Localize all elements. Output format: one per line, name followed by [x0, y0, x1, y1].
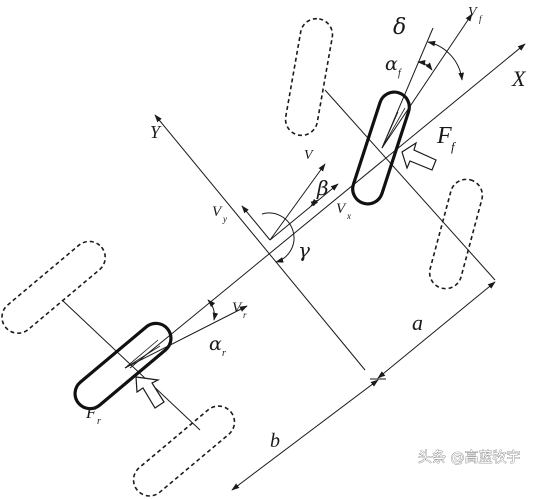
label-f-f: F — [436, 123, 452, 149]
label-dim-a: a — [412, 310, 423, 335]
front-axle-line — [324, 89, 496, 281]
label-v-y-sub: y — [222, 214, 227, 224]
front-force-arrow — [401, 141, 437, 171]
velocity-vector — [269, 163, 326, 241]
dim-b-line — [231, 379, 379, 491]
label-v-x: V — [336, 201, 347, 217]
label-v-f: V — [468, 5, 478, 20]
label-alpha-r-sub: r — [222, 348, 226, 359]
label-alpha-f: α — [385, 53, 398, 75]
rear-wheel — [73, 299, 248, 411]
front-right-wheel-outline — [428, 178, 484, 290]
dashed-wheels — [1, 17, 484, 497]
rear-left-wheel-outline — [1, 240, 107, 335]
y-axis-line — [154, 114, 366, 371]
label-alpha-f-sub: f — [398, 68, 402, 79]
yaw-rate-arc — [261, 212, 295, 263]
label-f-f-sub: f — [451, 139, 457, 154]
cg-vectors — [241, 163, 339, 263]
label-beta: β — [316, 176, 329, 200]
dim-a-line — [377, 281, 496, 379]
label-v: V — [304, 148, 314, 163]
label-dim-b: b — [270, 430, 280, 452]
vy-vector — [241, 205, 271, 241]
labels: X Y δ V f α f F f V β V y V x γ V r α r … — [85, 5, 527, 452]
label-f-r: F — [85, 403, 97, 422]
label-v-f-sub: f — [479, 14, 483, 24]
label-axis-x: X — [511, 66, 527, 91]
watermark: 头条 @高蓝牧宇 — [418, 449, 520, 466]
x-axis-line — [129, 43, 526, 369]
rear-right-wheel-outline — [132, 405, 236, 497]
label-v-r: V — [232, 300, 243, 316]
front-left-wheel-outline — [284, 17, 334, 137]
rear-force-arrow — [135, 376, 165, 409]
label-v-y: V — [212, 204, 223, 220]
vx-vector — [269, 183, 339, 241]
label-axis-y: Y — [150, 122, 162, 142]
dimensions — [231, 281, 496, 491]
label-delta: δ — [393, 15, 406, 40]
vehicle-frame — [61, 43, 526, 431]
front-wheel — [351, 13, 473, 206]
label-v-r-sub: r — [243, 310, 247, 320]
label-alpha-r: α — [209, 333, 222, 355]
label-v-x-sub: x — [346, 211, 351, 221]
label-gamma: γ — [298, 238, 310, 262]
label-f-r-sub: r — [97, 416, 101, 427]
